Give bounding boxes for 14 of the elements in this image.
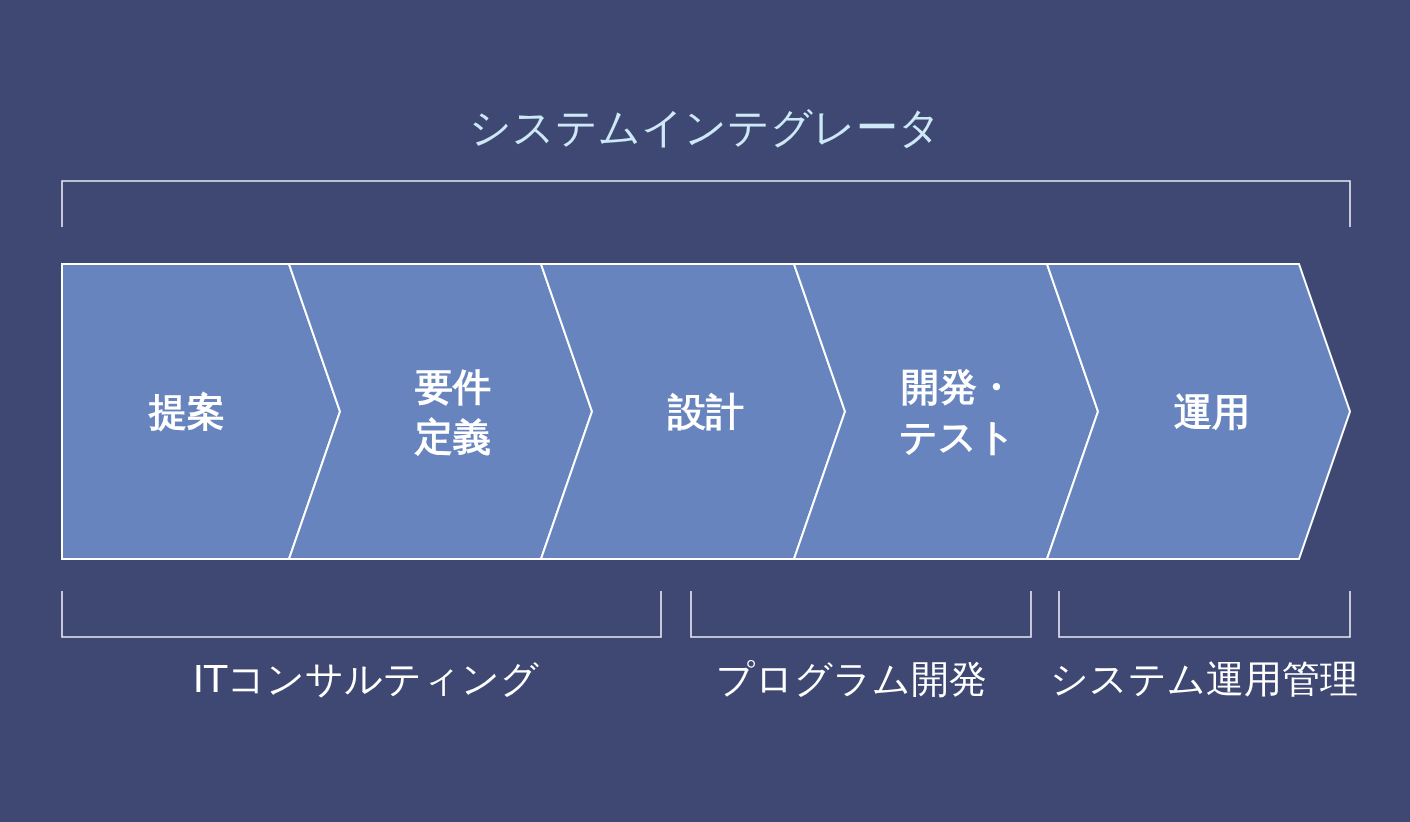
chevron-step: [62, 264, 340, 559]
step-label: 提案: [149, 388, 225, 436]
bracket-label: システム運用管理: [1050, 657, 1358, 703]
bracket-label: プログラム開発: [715, 657, 987, 703]
chevron-step: [1047, 264, 1350, 559]
step-label: 設計: [668, 388, 744, 436]
bracket-label: システムインテグレータ: [469, 102, 941, 154]
chevron-step: [794, 264, 1098, 559]
chevron-step: [541, 264, 845, 559]
bracket-label: ITコンサルティング: [192, 657, 540, 703]
step-label: 要件定義: [413, 363, 492, 461]
step-label: 開発・テスト: [899, 363, 1017, 461]
chevron-step: [289, 264, 592, 559]
step-label: 運用: [1174, 388, 1250, 436]
